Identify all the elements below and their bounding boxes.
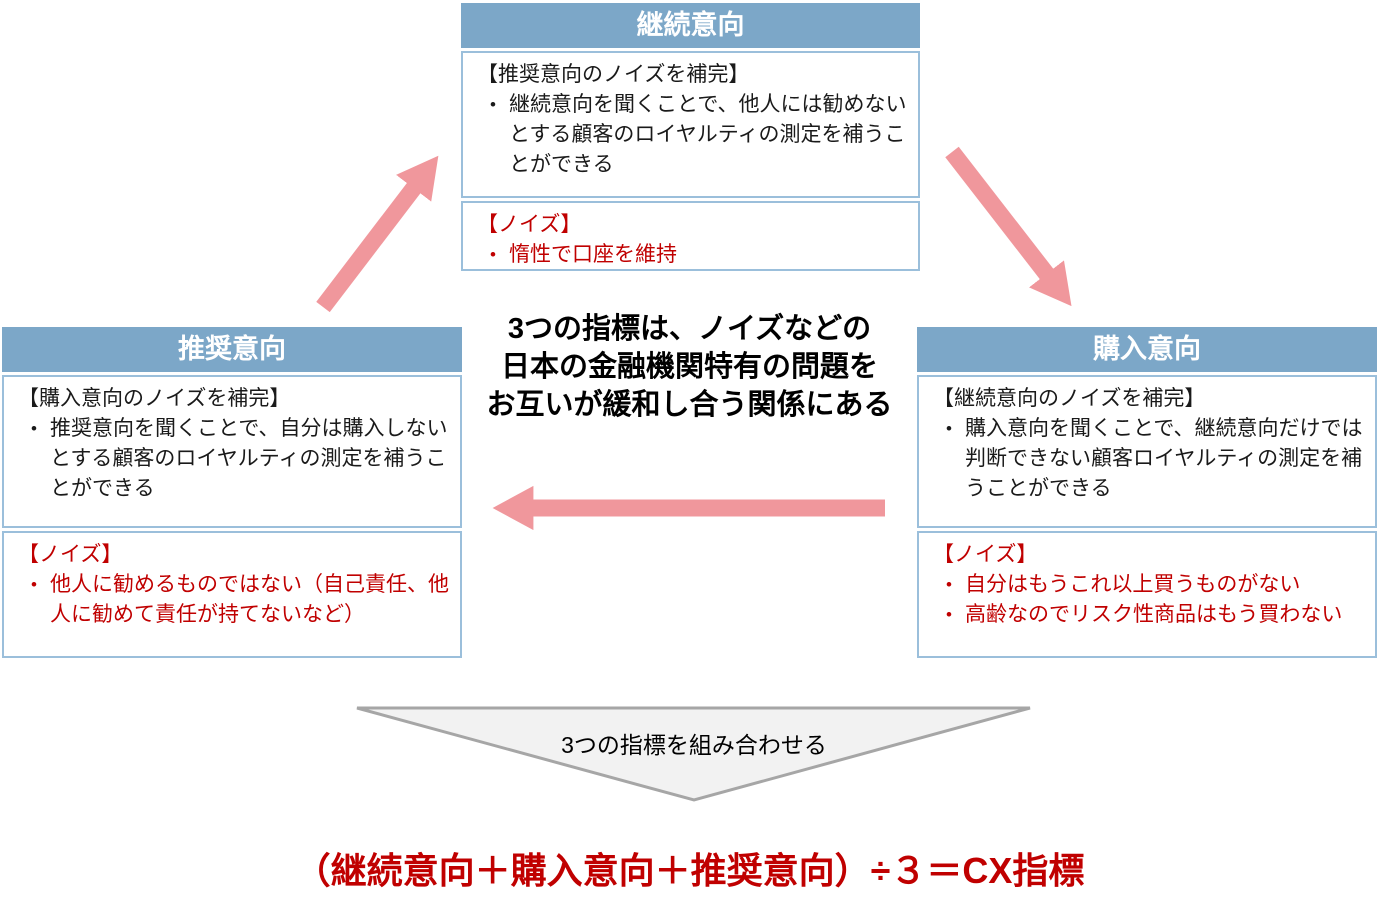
box-continuation-intent: 継続意向 【推奨意向のノイズを補完】 • 継続意向を聞くことで、他人には勧めない… — [461, 3, 920, 271]
bullet-icon: • — [946, 575, 952, 594]
list-item: • 継続意向を聞くことで、他人には勧めないとする顧客のロイヤルティの測定を補うこ… — [477, 90, 908, 180]
box-title: 購入意向 — [917, 327, 1377, 372]
noise-section: 【ノイズ】 • 惰性で口座を維持 — [461, 201, 920, 271]
complement-section: 【購入意向のノイズを補完】 • 推奨意向を聞くことで、自分は購入しないとする顧客… — [2, 375, 462, 528]
list-item: • 推奨意向を聞くことで、自分は購入しないとする顧客のロイヤルティの測定を補うこ… — [18, 414, 450, 504]
arrow-top-to-right — [945, 146, 1072, 307]
center-statement-line: お互いが緩和し合う関係にある — [486, 389, 893, 421]
list-item: • 他人に勧めるものではない（自己責任、他人に勧めて責任が持てないなど） — [18, 570, 450, 630]
bullet-icon: • — [946, 605, 952, 624]
list-item: • 自分はもうこれ以上買うものがない — [933, 570, 1365, 600]
list-item-text: 高齢なのでリスク性商品はもう買わない — [965, 603, 1343, 626]
list-item: • 惰性で口座を維持 — [477, 240, 908, 270]
list-item: • 購入意向を聞くことで、継続意向だけでは判断できない顧客ロイヤルティの測定を補… — [933, 414, 1365, 504]
noise-title: 【ノイズ】 — [477, 213, 582, 236]
list-item-text: 他人に勧めるものではない（自己責任、他人に勧めて責任が持てないなど） — [50, 573, 449, 626]
list-item-text: 自分はもうこれ以上買うものがない — [965, 573, 1301, 596]
list-item-text: 継続意向を聞くことで、他人には勧めないとする顧客のロイヤルティの測定を補うことが… — [509, 93, 907, 176]
box-purchase-intent: 購入意向 【継続意向のノイズを補完】 • 購入意向を聞くことで、継続意向だけでは… — [917, 327, 1377, 658]
bullet-icon: • — [31, 419, 37, 438]
complement-section: 【継続意向のノイズを補完】 • 購入意向を聞くことで、継続意向だけでは判断できな… — [917, 375, 1377, 528]
funnel-label: 3つの指標を組み合わせる — [561, 732, 827, 758]
bullet-icon: • — [31, 575, 37, 594]
list-item-text: 惰性で口座を維持 — [509, 243, 677, 266]
noise-section: 【ノイズ】 • 自分はもうこれ以上買うものがない • 高齢なのでリスク性商品はも… — [917, 531, 1377, 658]
complement-title: 【購入意向のノイズを補完】 — [18, 387, 291, 410]
center-statement: 3つの指標は、ノイズなどの 日本の金融機関特有の問題を お互いが緩和し合う関係に… — [462, 310, 917, 424]
center-statement-line: 日本の金融機関特有の問題を — [500, 351, 878, 383]
bullet-icon: • — [490, 95, 496, 114]
bullet-icon: • — [946, 419, 952, 438]
complement-section: 【推奨意向のノイズを補完】 • 継続意向を聞くことで、他人には勧めないとする顧客… — [461, 51, 920, 198]
center-statement-line: 3つの指標は、ノイズなどの — [507, 313, 872, 345]
bullet-icon: • — [490, 245, 496, 264]
cx-formula: （継続意向＋購入意向＋推奨意向）÷３＝CX指標 — [294, 850, 1085, 891]
complement-title: 【継続意向のノイズを補完】 — [933, 387, 1206, 410]
list-item: • 高齢なのでリスク性商品はもう買わない — [933, 600, 1365, 630]
box-title: 継続意向 — [461, 3, 920, 48]
arrow-left-to-top — [316, 155, 439, 313]
box-recommendation-intent: 推奨意向 【購入意向のノイズを補完】 • 推奨意向を聞くことで、自分は購入しない… — [2, 327, 462, 658]
list-item-text: 購入意向を聞くことで、継続意向だけでは判断できない顧客ロイヤルティの測定を補うこ… — [965, 417, 1363, 500]
complement-title: 【推奨意向のノイズを補完】 — [477, 63, 750, 86]
noise-title: 【ノイズ】 — [933, 543, 1038, 566]
noise-title: 【ノイズ】 — [18, 543, 123, 566]
list-item-text: 推奨意向を聞くことで、自分は購入しないとする顧客のロイヤルティの測定を補うことが… — [50, 417, 448, 500]
noise-section: 【ノイズ】 • 他人に勧めるものではない（自己責任、他人に勧めて責任が持てないな… — [2, 531, 462, 658]
box-title: 推奨意向 — [2, 327, 462, 372]
